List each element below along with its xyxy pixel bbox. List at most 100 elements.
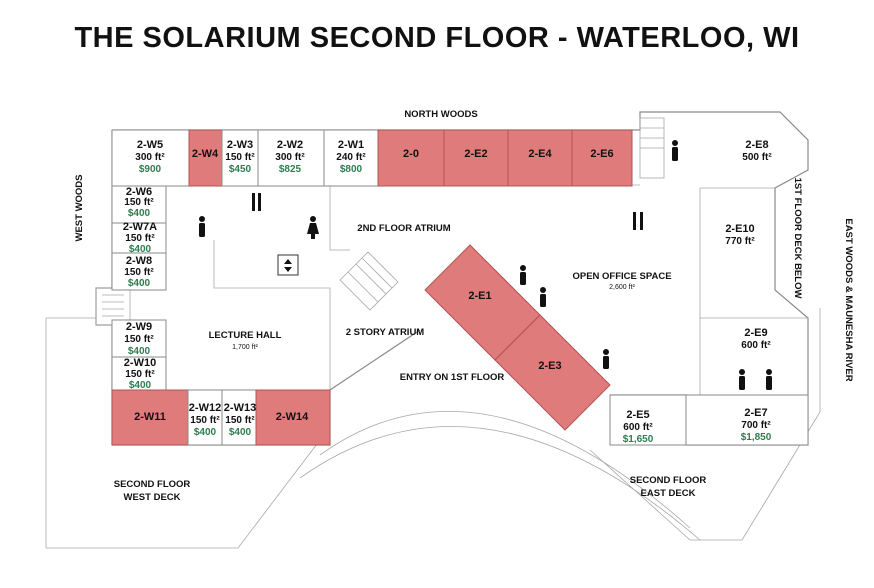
room-2-e8-size: 500 ft² [742,152,772,163]
room-2-w8[interactable] [111,252,167,291]
room-2-w7a-size: 150 ft² [125,233,155,244]
west-deck-label-1: SECOND FLOOR [114,479,191,490]
room-2-w6-price: $400 [128,208,151,219]
restroom-icon-diag-2 [540,287,546,307]
room-2-w2-size: 300 ft² [275,152,305,163]
restroom-icon-diag-1 [520,265,526,285]
west-deck-label-2: WEST DECK [124,492,181,503]
room-2-e9-id: 2-E9 [744,327,767,339]
map-title: THE SOLARIUM SECOND FLOOR - WATERLOO, WI [74,22,800,54]
room-2-w6-size: 150 ft² [124,197,154,208]
restroom-women-icon [307,216,319,239]
room-2-w14-id: 2-W14 [276,411,309,423]
room-2-w3-id: 2-W3 [227,139,253,151]
atrium-2nd-label: 2ND FLOOR ATRIUM [357,223,450,234]
room-2-w6-id: 2-W6 [126,186,152,198]
room-2-w9-size: 150 ft² [124,334,154,345]
room-2-w7a-id: 2-W7A [123,221,157,233]
west-woods-label: WEST WOODS [74,174,85,241]
room-2-w2[interactable] [257,129,325,187]
room-2-w4[interactable] [188,129,223,187]
room-2-e3-id: 2-E3 [538,360,561,372]
room-2-w10[interactable] [111,356,167,391]
room-2-w12-id: 2-W12 [189,402,221,414]
room-2-e7-id: 2-E7 [744,407,767,419]
room-2-w3-size: 150 ft² [225,152,255,163]
room-2-w11-id: 2-W11 [134,411,166,423]
room-2-e4[interactable] [507,129,573,187]
east-deck-label-1: SECOND FLOOR [630,475,707,486]
room-2-w12[interactable] [187,389,223,446]
room-2-w2-id: 2-W2 [277,139,303,151]
room-2-w7a-price: $400 [129,244,152,255]
room-2-w3[interactable] [221,129,259,187]
room-2-e1-id: 2-E1 [468,290,491,302]
room-2-w10-price: $400 [129,380,152,391]
restroom-icon-e9-2 [766,369,772,390]
room-2-e3[interactable] [494,314,611,431]
room-2-w10-id: 2-W10 [124,357,156,369]
room-2-w6[interactable] [111,185,167,224]
room-2-w1-price: $800 [340,164,363,175]
room-2-e10-id: 2-E10 [725,223,754,235]
room-2-e8-id: 2-E8 [745,139,768,151]
room-2-e2-id: 2-E2 [464,148,487,160]
first-floor-deck-label: 1ST FLOOR DECK BELOW [792,178,803,299]
room-2-e7-price: $1,850 [741,432,772,443]
room-2-w8-id: 2-W8 [126,255,152,267]
room-2-w5-price: $900 [139,164,162,175]
north-woods-label: NORTH WOODS [404,109,477,120]
elevator-icon [277,254,299,276]
room-2-w11[interactable] [111,389,189,446]
room-2-w13-price: $400 [229,427,252,438]
room-2-w13-id: 2-W13 [224,402,256,414]
room-2-w8-price: $400 [128,278,151,289]
room-2-0-id: 2-0 [403,148,419,160]
room-2-e7-size: 700 ft² [741,420,771,431]
room-2-e5-price: $1,650 [623,434,654,445]
room-2-e6[interactable] [571,129,633,187]
room-2-w5-size: 300 ft² [135,152,165,163]
kitchen-icon-east [633,212,643,230]
room-2-w1-id: 2-W1 [338,139,364,151]
room-2-w9-id: 2-W9 [126,321,152,333]
stairs-icon [95,287,131,326]
atrium-stairs-icon [339,251,399,311]
room-2-w1[interactable] [323,129,379,187]
room-2-w1-size: 240 ft² [336,152,366,163]
room-2-w12-size: 150 ft² [190,415,220,426]
room-2-e2[interactable] [443,129,509,187]
lecture-hall-size: 1,700 ft² [232,344,258,351]
restroom-icon-e9-1 [739,369,745,390]
room-2-w5-id: 2-W5 [137,139,163,151]
room-2-e10-size: 770 ft² [725,236,755,247]
room-2-e5-size: 600 ft² [623,422,653,433]
room-2-w8-size: 150 ft² [124,267,154,278]
open-office-label: OPEN OFFICE SPACE [572,271,671,282]
atrium-2story-label: 2 STORY ATRIUM [346,327,425,338]
room-2-w13-size: 150 ft² [225,415,255,426]
room-2-e7[interactable] [685,394,809,446]
kitchen-icon [252,193,261,211]
room-2-w9-price: $400 [128,346,151,357]
room-2-w9[interactable] [111,319,167,358]
room-2-w7a[interactable] [111,222,167,254]
room-2-w4-id: 2-W4 [192,148,219,160]
room-2-w14[interactable] [255,389,331,446]
open-office-size: 2,600 ft² [609,284,635,291]
room-2-w12-price: $400 [194,427,217,438]
ne-stairs-icon [639,117,665,179]
room-2-w2-price: $825 [279,164,302,175]
room-2-e9-size: 600 ft² [741,340,771,351]
room-2-w10-size: 150 ft² [125,369,155,380]
restroom-icon-ne [672,140,678,161]
room-2-w3-price: $450 [229,164,252,175]
restroom-men-icon [199,216,205,237]
east-deck-label-2: EAST DECK [641,488,696,499]
restroom-icon-diag-3 [603,349,609,369]
east-woods-label: EAST WOODS & MAUNESHA RIVER [843,218,854,381]
deck-outlines [45,308,821,549]
entry-label: ENTRY ON 1ST FLOOR [400,372,505,383]
room-2-e5-id: 2-E5 [626,409,649,421]
